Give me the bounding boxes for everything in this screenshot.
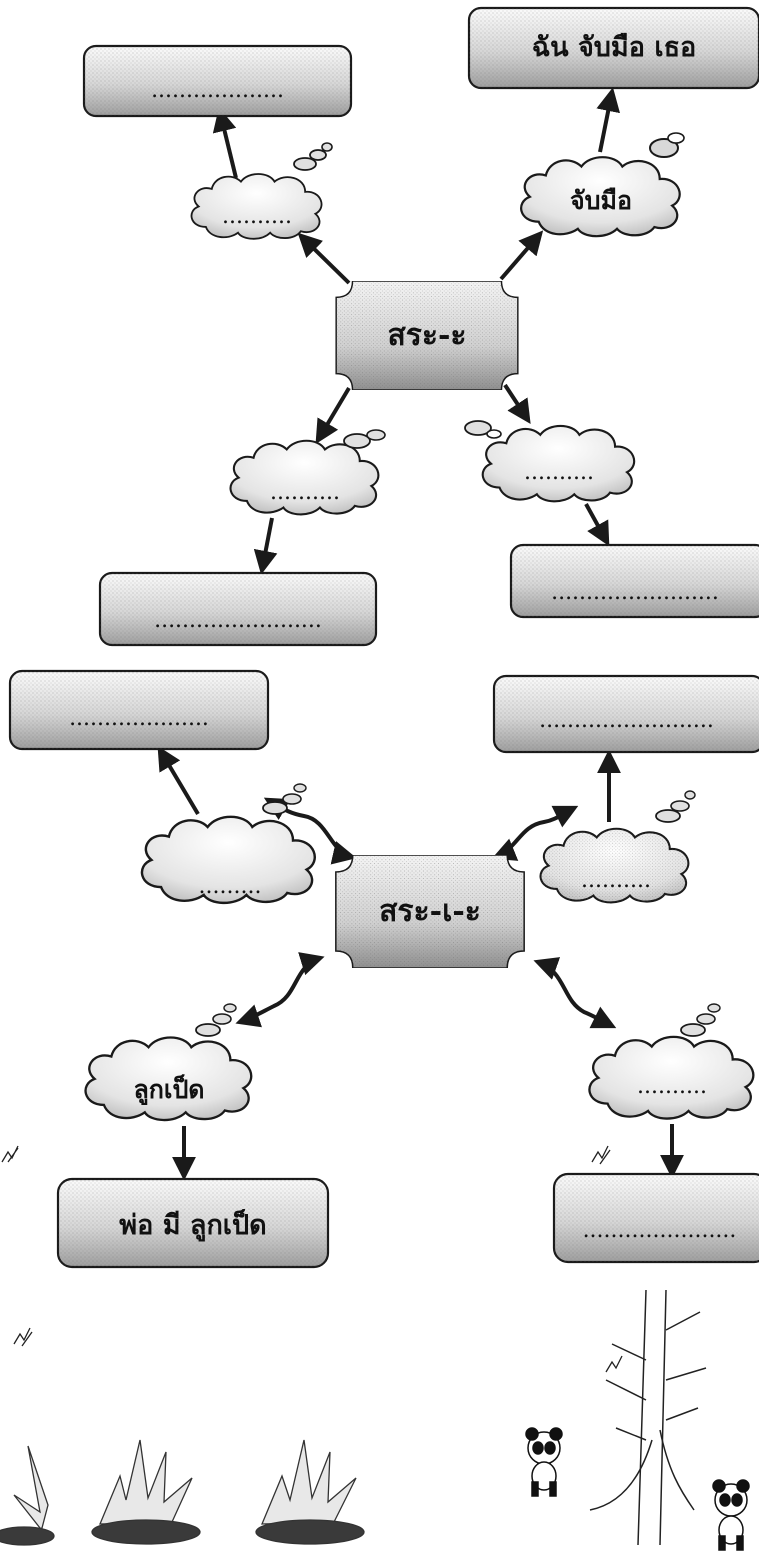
- bottom-connector-se: [533, 957, 617, 1029]
- grass-clump-icon: [255, 1439, 365, 1545]
- bottom-box-br-label: ......................: [582, 1217, 737, 1243]
- bottom-box-tr-label: .........................: [539, 707, 714, 733]
- bottom-connector-sw: [235, 952, 325, 1028]
- grass-clump-icon: [0, 1445, 55, 1546]
- top-connector-sw: [315, 386, 351, 445]
- top-connector-ne: [499, 230, 544, 281]
- bottom-cloud-nw: [140, 783, 317, 905]
- bottom-connector-ne: [491, 805, 579, 861]
- top-cloud-ne-label: จับมือ: [569, 186, 632, 215]
- bottom-box-tl: [8, 669, 270, 751]
- top-box-br: [509, 543, 759, 619]
- top-box-tr-label: ฉัน จับมือ เธอ: [531, 31, 697, 63]
- top-cloud-nw-label: ..........: [222, 203, 292, 229]
- top-hub-label: สระ-ะ: [387, 318, 467, 353]
- bottom-cloud-se: [588, 1003, 755, 1120]
- top-box-br-label: ........................: [551, 579, 719, 605]
- bottom-cloud-ne-label: ..........: [581, 867, 651, 893]
- top-cloud-sw-label: ..........: [270, 479, 340, 505]
- bottom-cloud-ne: [539, 790, 696, 904]
- top-connector-nw: [297, 232, 351, 285]
- bottom-cloud-nw-label: .........: [198, 873, 262, 899]
- bottom-box-tl-label: ....................: [69, 705, 209, 731]
- top-box-tl: [82, 44, 353, 118]
- bottom-cloud-sw: [84, 1003, 253, 1122]
- bottom-cloud-sw-label: ลูกเป็ด: [133, 1075, 205, 1104]
- decorative-scribble-icon: [1, 1145, 623, 1373]
- top-cloud-to-box-tl: [212, 107, 238, 179]
- top-cloud-to-box-tr: [596, 87, 621, 153]
- top-box-tl-label: ...................: [151, 77, 284, 103]
- panda-icon: [712, 1479, 750, 1551]
- top-connector-se: [503, 383, 531, 425]
- top-connectors: [212, 87, 621, 575]
- top-box-bl-label: ........................: [154, 607, 322, 633]
- top-box-bl: [98, 571, 378, 647]
- top-box-tr: [467, 6, 759, 90]
- top-cloud-se-label: ..........: [524, 459, 594, 485]
- bottom-cloud-se-label: ..........: [637, 1073, 707, 1099]
- bottom-hub-label: สระ-เ-ะ: [379, 894, 481, 929]
- grass-clump-icon: [91, 1439, 201, 1545]
- bottom-box-bl-label: พ่อ มี ลูกเป็ด: [119, 1209, 267, 1241]
- top-cloud-sw: [229, 429, 386, 516]
- bottom-box-tr: [492, 674, 759, 754]
- bottom-box-bl: [56, 1177, 330, 1269]
- top-cloud-se: [464, 420, 636, 503]
- panda-icon: [525, 1427, 563, 1497]
- bottom-box-br: [552, 1172, 759, 1264]
- bamboo-plant-icon: [589, 1289, 707, 1546]
- top-cloud-to-box-br: [584, 503, 610, 547]
- top-cloud-to-box-bl: [253, 517, 278, 575]
- top-cloud-nw: [190, 142, 333, 240]
- bottom-cloud-to-box-tl: [157, 745, 200, 816]
- top-cloud-ne: [519, 132, 685, 238]
